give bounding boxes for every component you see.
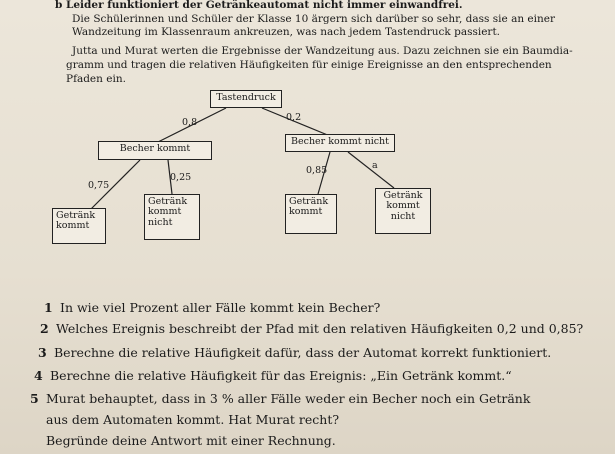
prob-label: 0,8 bbox=[182, 117, 198, 128]
question-5: 5 Murat behauptet, dass in 3 % aller Fäll… bbox=[30, 391, 530, 406]
question-number: 3 bbox=[38, 345, 47, 360]
leaf-line: kommt bbox=[56, 220, 90, 232]
question-1: 1 In wie viel Prozent aller Fälle kommt k… bbox=[44, 300, 380, 315]
prob-label: 0,2 bbox=[286, 112, 302, 123]
question-2: 2 Welches Ereignis beschreibt der Pfad mi… bbox=[40, 321, 583, 336]
tree-root-node: Tastendruck bbox=[210, 90, 282, 108]
question-text: In wie viel Prozent aller Fälle kommt ke… bbox=[60, 300, 381, 315]
tree-leaf-getraenk-kommt-1: Getränk kommt bbox=[52, 208, 106, 244]
tree-node-becher-kommt-nicht: Becher kommt nicht bbox=[285, 134, 395, 152]
tree-node-becher-kommt: Becher kommt bbox=[98, 141, 212, 160]
leaf-line: nicht bbox=[148, 216, 173, 228]
node-label: Tastendruck bbox=[216, 92, 276, 103]
question-text: Begründe deine Antwort mit einer Rechnun… bbox=[46, 433, 336, 448]
node-label: Becher kommt bbox=[119, 143, 191, 154]
leaf-line: Getränk bbox=[56, 210, 96, 221]
question-text: Murat behauptet, dass in 3 % aller Fälle… bbox=[46, 391, 531, 406]
prob-label: a bbox=[372, 160, 378, 171]
prob-label: 0,85 bbox=[306, 165, 328, 176]
question-4: 4 Berechne die relative Häufigkeit für da… bbox=[34, 368, 512, 383]
intro-line: b Leider funktioniert der Getränkeautoma… bbox=[55, 0, 463, 11]
question-3: 3 Berechne die relative Häufigkeit dafür,… bbox=[38, 345, 551, 360]
tree-leaf-getraenk-kommt-nicht-2: Getränk kommt nicht bbox=[375, 188, 431, 234]
leaf-line: kommt bbox=[148, 206, 182, 218]
intro-line: Die Schülerinnen und Schüler der Klasse … bbox=[72, 13, 555, 25]
node-label: Becher kommt nicht bbox=[291, 136, 389, 147]
question-text: Welches Ereignis beschreibt der Pfad mit… bbox=[56, 321, 584, 336]
prob-label: 0,75 bbox=[88, 180, 110, 191]
question-text: Berechne die relative Häufigkeit für das… bbox=[50, 368, 512, 383]
question-number: 5 bbox=[30, 391, 39, 406]
tree-leaf-getraenk-kommt-nicht-1: Getränk kommt nicht bbox=[144, 194, 200, 240]
question-text: Berechne die relative Häufigkeit dafür, … bbox=[54, 345, 552, 360]
question-text: aus dem Automaten kommt. Hat Murat recht… bbox=[46, 412, 340, 427]
question-number: 2 bbox=[40, 321, 49, 336]
leaf-line: Getränk bbox=[289, 196, 329, 207]
leaf-line: kommt bbox=[289, 206, 323, 218]
intro-line: Jutta und Murat werten die Ergebnisse de… bbox=[72, 45, 573, 57]
intro-line: Pfaden ein. bbox=[66, 73, 126, 85]
prob-label: 0,25 bbox=[170, 172, 192, 183]
question-5-continued: Begründe deine Antwort mit einer Rechnun… bbox=[46, 433, 336, 448]
question-number: 1 bbox=[44, 300, 53, 315]
leaf-line: Getränk bbox=[148, 196, 188, 207]
leaf-line: Getränk bbox=[383, 190, 423, 201]
tree-leaf-getraenk-kommt-2: Getränk kommt bbox=[285, 194, 337, 234]
intro-line: gramm und tragen die relativen Häufigkei… bbox=[66, 59, 552, 71]
question-5-continued: aus dem Automaten kommt. Hat Murat recht… bbox=[46, 412, 339, 427]
intro-line: Wandzeitung im Klassenraum ankreuzen, wa… bbox=[72, 26, 500, 38]
question-number: 4 bbox=[34, 368, 43, 383]
leaf-line: kommt bbox=[386, 200, 420, 212]
leaf-line: nicht bbox=[390, 210, 416, 222]
